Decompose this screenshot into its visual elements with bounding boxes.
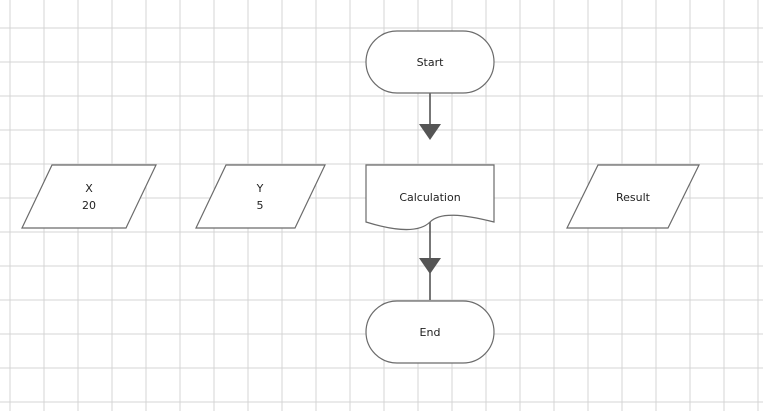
y-input-value: 5 xyxy=(257,199,264,212)
start-node[interactable]: Start xyxy=(365,30,495,94)
arrowhead-to-calculation xyxy=(419,124,441,140)
y-input-label: Y xyxy=(256,182,264,195)
end-node[interactable]: End xyxy=(365,300,495,364)
start-terminator-shape xyxy=(365,30,495,94)
result-output-parallelogram xyxy=(566,164,700,229)
y-input-parallelogram xyxy=(195,164,326,229)
y-input-node[interactable]: Y 5 xyxy=(195,164,326,229)
x-input-value: 20 xyxy=(82,199,96,212)
calculation-document-shape xyxy=(365,164,495,231)
x-input-label: X xyxy=(85,182,93,195)
calculation-label: Calculation xyxy=(399,191,460,204)
result-label: Result xyxy=(616,191,651,204)
x-input-parallelogram xyxy=(21,164,157,229)
start-label: Start xyxy=(417,56,445,69)
arrowhead-to-end xyxy=(419,258,441,274)
x-input-node[interactable]: X 20 xyxy=(21,164,157,229)
end-terminator-shape xyxy=(365,300,495,364)
calculation-node[interactable]: Calculation xyxy=(365,164,495,231)
end-label: End xyxy=(420,326,441,339)
result-node[interactable]: Result xyxy=(566,164,700,229)
